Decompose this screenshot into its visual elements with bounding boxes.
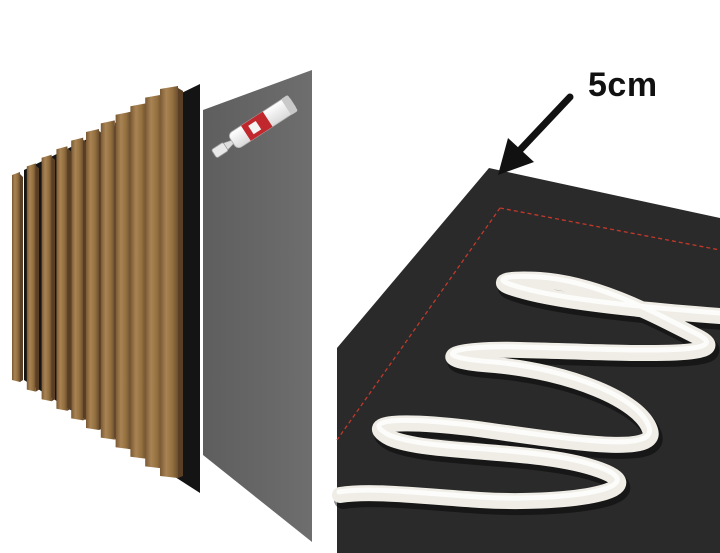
dimension-label: 5cm	[588, 66, 658, 104]
acoustic-panel	[12, 84, 200, 493]
adhesive-tube-icon	[211, 95, 298, 158]
wood-slat	[41, 154, 52, 402]
wood-slat	[130, 103, 147, 459]
wood-slat	[26, 163, 36, 392]
slat-side	[20, 174, 23, 382]
panel-surface	[337, 168, 720, 553]
margin-line	[499, 207, 720, 251]
slat-side	[67, 148, 71, 411]
wood-slat	[160, 86, 178, 478]
slat-side	[35, 165, 39, 392]
arrow-icon	[498, 93, 574, 175]
panel-closeup	[332, 93, 720, 553]
wood-slat	[12, 172, 20, 382]
wood-slats	[12, 86, 183, 478]
wood-slat	[115, 111, 131, 450]
wood-slat	[71, 137, 84, 421]
wall-panel	[203, 70, 312, 542]
wood-slat	[56, 146, 68, 411]
wood-slat	[145, 94, 163, 469]
slat-side	[51, 156, 55, 402]
wood-slat	[86, 129, 99, 430]
wood-slat	[100, 120, 115, 440]
slat-side	[178, 88, 183, 478]
